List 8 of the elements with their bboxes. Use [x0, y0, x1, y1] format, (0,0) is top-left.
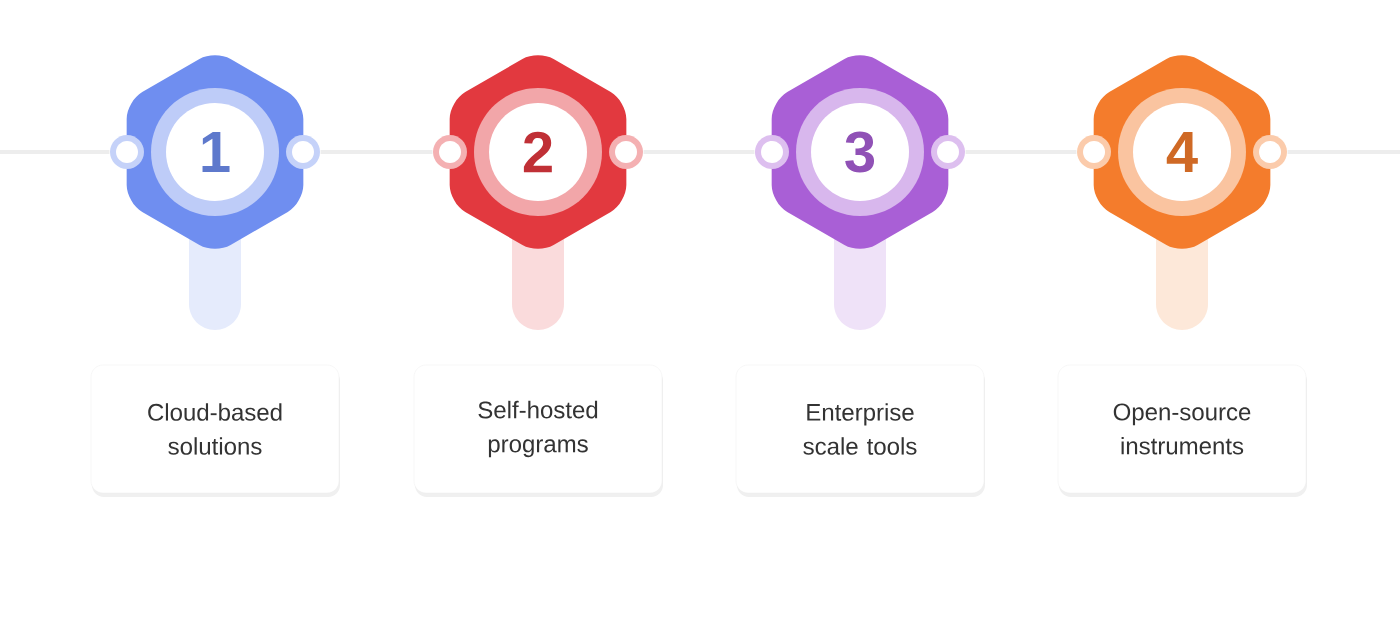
label-card: Self-hosted programs — [413, 364, 663, 497]
hexagon-badge: 4 — [1077, 55, 1287, 330]
label-card: Cloud-based solutions — [90, 364, 340, 497]
hexagon-badge: 2 — [433, 55, 643, 330]
hexagon-badge: 3 — [755, 55, 965, 330]
label-card: Open-source instruments — [1057, 364, 1307, 497]
hexagon-badge: 1 — [110, 55, 320, 330]
label-card: Enterprise scale tools — [735, 364, 985, 497]
